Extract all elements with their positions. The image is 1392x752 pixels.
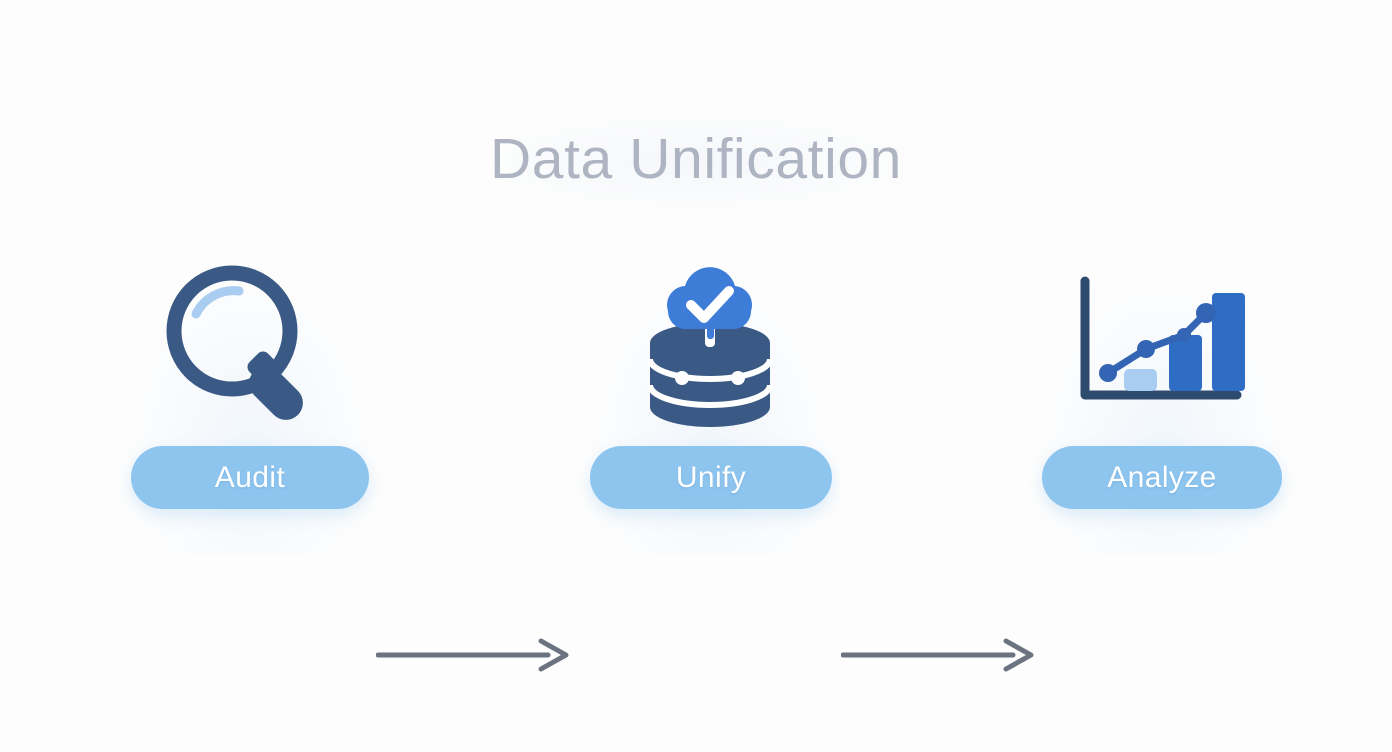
process-flow: Audit [0,255,1392,672]
cloud-shape [667,267,753,329]
step-button-audit[interactable]: Audit [131,446,369,509]
chart-trend-line [1104,309,1210,376]
step-label-unify: Unify [675,460,747,494]
flow-step-analyze[interactable]: Analyze [1012,255,1312,555]
step-label-analyze: Analyze [1107,460,1217,494]
bar-line-chart-icon [1080,276,1245,399]
flow-step-unify[interactable]: Unify [560,255,860,555]
step-button-analyze[interactable]: Analyze [1042,446,1282,509]
step-label-audit: Audit [214,460,286,494]
database-cloud-check-icon [647,267,773,427]
chart-bar-1 [1124,368,1157,391]
audit-icon-wrap [100,255,400,435]
magnifier-icon [166,265,303,420]
step-button-unify[interactable]: Unify [590,446,832,509]
chart-bar-2 [1169,334,1202,391]
page-title: Data Unification [490,127,902,191]
analyze-icon-wrap [1012,255,1312,435]
unify-icon-wrap [560,255,860,435]
arrow-unify-to-analyze [841,638,1034,672]
chart-bar-3 [1212,292,1245,391]
arrow-audit-to-unify [376,638,569,672]
flow-step-audit[interactable]: Audit [100,255,400,555]
